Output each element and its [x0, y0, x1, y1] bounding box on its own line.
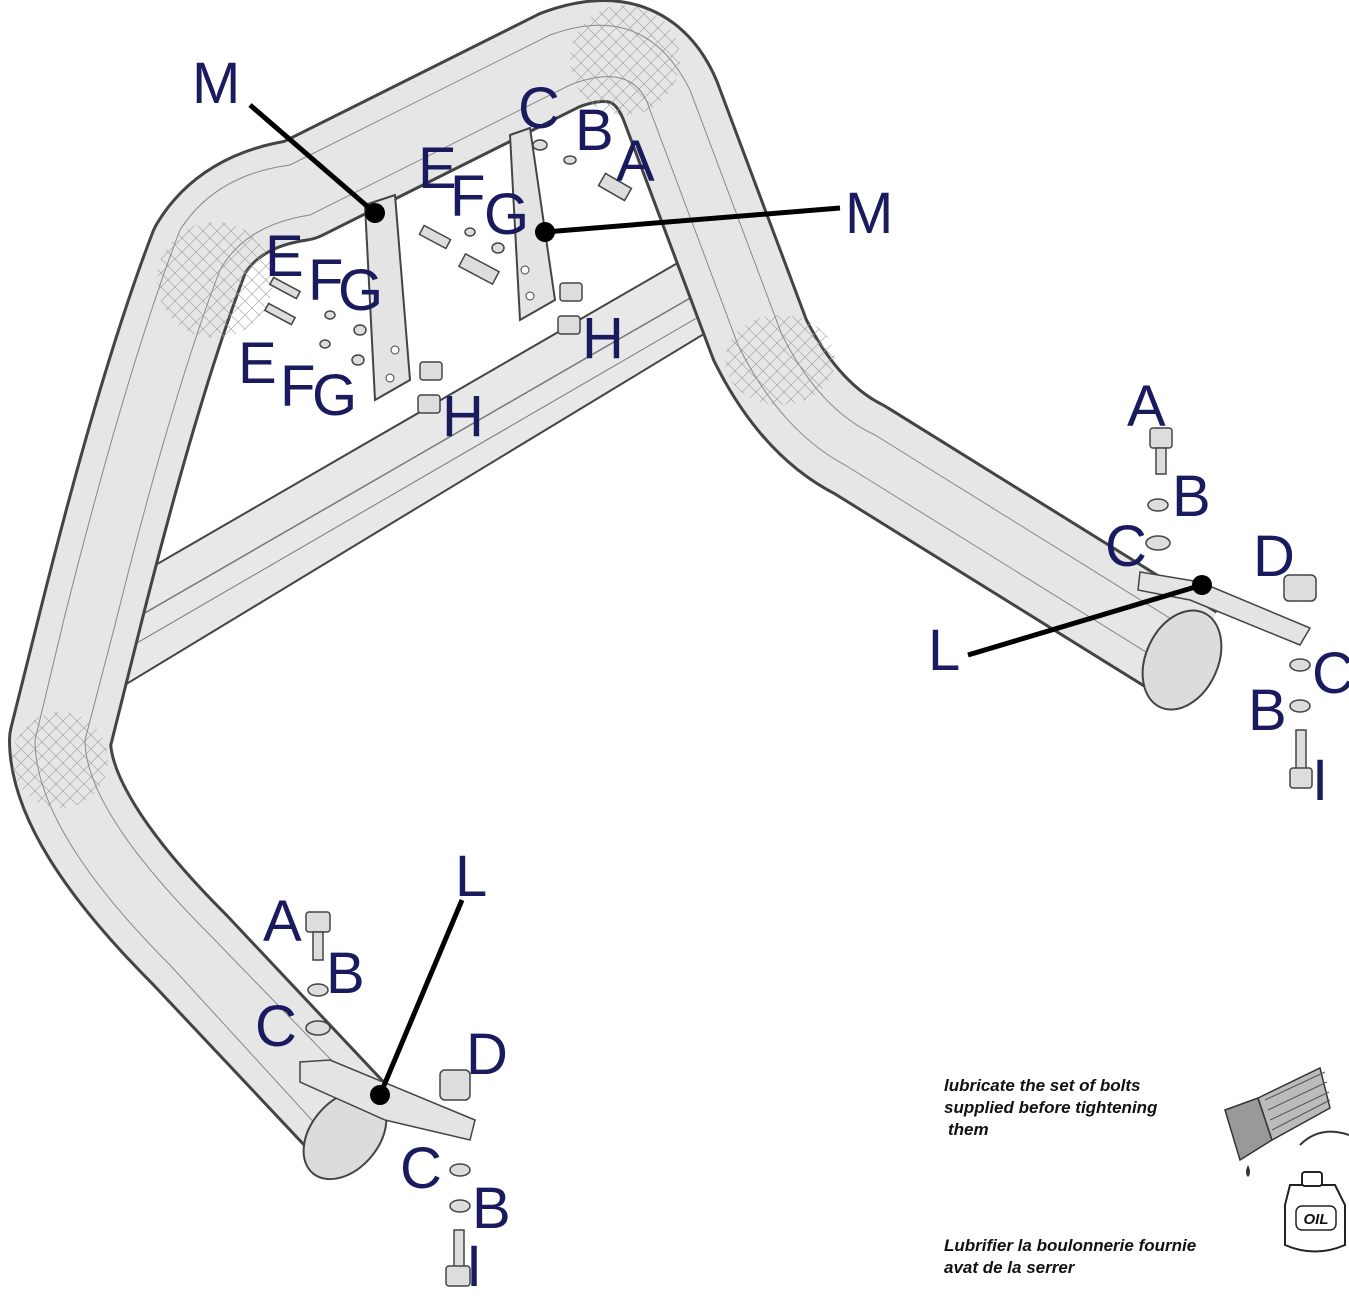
label-d-right: D	[1253, 524, 1295, 589]
note-en-line2: supplied before tightening	[944, 1098, 1158, 1117]
label-b-right2: B	[1248, 678, 1287, 743]
note-en-line1: lubricate the set of bolts	[944, 1076, 1141, 1095]
oil-can-label: OIL	[1304, 1211, 1329, 1228]
lubricate-note-french: Lubrifier la boulonnerie fournie avat de…	[944, 1235, 1196, 1279]
label-g3: G	[312, 363, 357, 428]
leader-lines	[248, 103, 1212, 1105]
label-l-right: L	[928, 618, 960, 683]
label-g2: G	[338, 258, 383, 323]
label-c-left: C	[255, 994, 297, 1059]
label-e1: E	[418, 136, 457, 201]
bolt-oil-illustration: OIL	[1224, 1066, 1349, 1253]
label-m-top: M	[192, 51, 240, 116]
label-m-right: M	[845, 181, 893, 246]
label-h1: H	[582, 306, 624, 371]
main-tube	[8, 0, 1223, 1181]
label-c-left2: C	[400, 1136, 442, 1201]
label-e2: E	[265, 224, 304, 289]
label-b-left: B	[326, 941, 365, 1006]
label-i-left: I	[466, 1234, 482, 1299]
label-l-left: L	[455, 844, 487, 909]
label-g1: G	[484, 182, 529, 247]
bracket-right	[508, 126, 557, 322]
label-b-left2: B	[472, 1176, 511, 1241]
label-b-right: B	[1172, 464, 1211, 529]
label-c-top: C	[518, 76, 560, 141]
label-a-right: A	[1127, 374, 1166, 439]
label-c-right: C	[1105, 514, 1147, 579]
label-a-left: A	[263, 889, 302, 954]
note-en-line3: them	[948, 1120, 989, 1139]
lubricate-note-english: lubricate the set of bolts supplied befo…	[944, 1075, 1157, 1141]
label-f1: F	[450, 164, 485, 229]
label-c-right2: C	[1312, 641, 1349, 706]
label-d-left: D	[466, 1022, 508, 1087]
label-f2: F	[308, 248, 343, 313]
label-b-top: B	[575, 98, 614, 163]
label-f3: F	[280, 354, 315, 419]
label-a-top: A	[616, 129, 655, 194]
note-fr-line2: avat de la serrer	[944, 1258, 1075, 1277]
label-i-right: I	[1312, 748, 1328, 813]
bracket-left	[363, 193, 412, 402]
label-e3: E	[238, 331, 277, 396]
note-fr-line1: Lubrifier la boulonnerie fournie	[944, 1236, 1197, 1255]
label-h2: H	[442, 384, 484, 449]
